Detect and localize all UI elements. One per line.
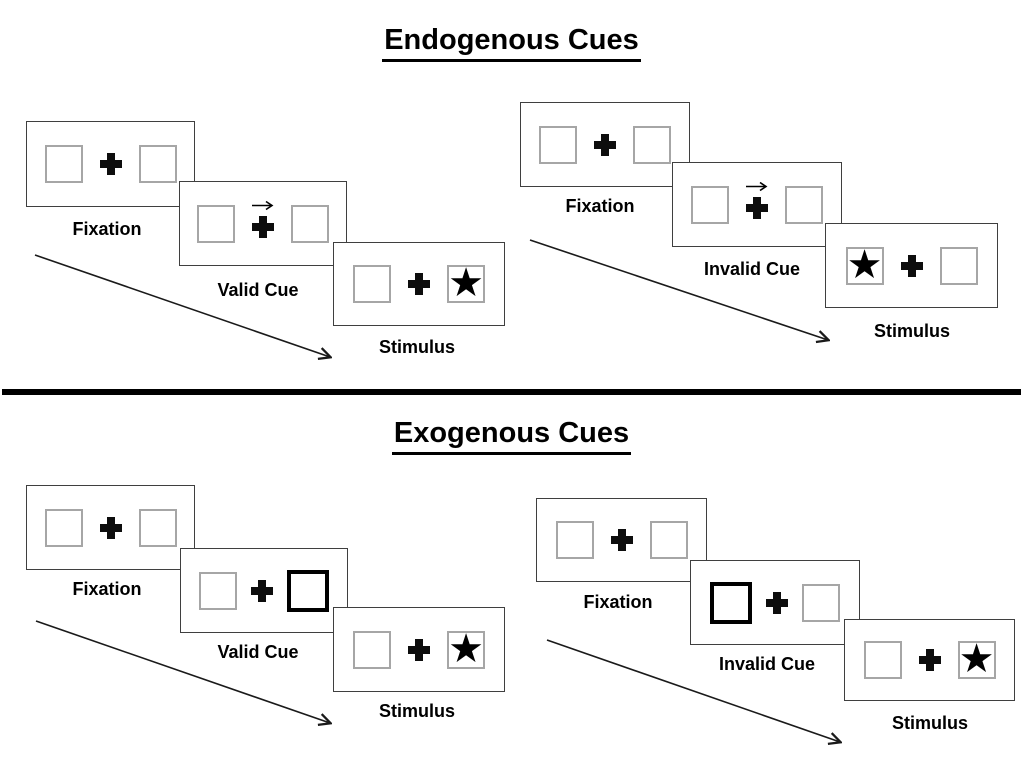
panel-label: Invalid Cue	[718, 654, 816, 674]
sequence-arrow-icon	[546, 639, 847, 748]
left-box	[353, 265, 391, 303]
right-box	[785, 185, 823, 224]
star-icon: ★	[846, 241, 883, 288]
section-title-exogenous: Exogenous Cues	[0, 417, 1023, 455]
sequence-arrow-icon	[34, 254, 340, 364]
right-box	[138, 145, 177, 183]
fixation-cross-icon	[408, 638, 430, 661]
target-box: ★	[957, 636, 996, 682]
fixation-cross-icon	[99, 153, 122, 175]
section-title-text: Exogenous Cues	[391, 417, 632, 455]
panel-label: Stimulus	[891, 713, 968, 733]
star-icon: ★	[448, 260, 484, 306]
right-arrow-cue-icon	[252, 200, 274, 210]
left-box	[555, 521, 594, 559]
left-box	[197, 204, 235, 243]
fixation-panel	[26, 121, 195, 207]
left-box	[44, 508, 83, 547]
fixation-panel	[520, 102, 690, 187]
invalid-cue-panel	[672, 162, 842, 247]
sequence-arrow-icon	[35, 620, 337, 729]
fixation-cross-icon	[746, 181, 768, 219]
left-box	[44, 145, 83, 183]
fixation-panel	[536, 498, 707, 582]
cue-box	[710, 581, 752, 624]
valid-cue-panel	[179, 181, 347, 266]
fixation-cross-icon	[251, 579, 273, 602]
left-box	[539, 125, 577, 164]
left-box	[691, 185, 729, 224]
right-box	[649, 521, 688, 559]
fixation-panel	[26, 485, 195, 570]
left-box	[353, 630, 391, 669]
section-title-endogenous: Endogenous Cues	[0, 24, 1023, 62]
fixation-cross-icon	[99, 516, 122, 539]
section-divider	[2, 389, 1021, 395]
stimulus-panel: ★	[333, 242, 505, 326]
invalid-cue-panel	[690, 560, 860, 645]
fixation-cross-icon	[252, 200, 274, 238]
panel-label: Fixation	[72, 219, 142, 239]
right-box	[802, 583, 840, 622]
star-icon: ★	[958, 636, 995, 682]
right-box	[138, 508, 177, 547]
panel-label: Fixation	[583, 592, 653, 612]
panel-label: Valid Cue	[217, 280, 299, 300]
fixation-cross-icon	[900, 254, 923, 277]
left-box	[199, 571, 237, 610]
target-box: ★	[845, 241, 884, 288]
fixation-cross-icon	[918, 649, 941, 671]
panel-label: Fixation	[565, 196, 635, 216]
target-box: ★	[447, 625, 485, 672]
panel-label: Valid Cue	[217, 642, 299, 662]
left-box	[863, 641, 902, 679]
panel-label: Stimulus	[378, 337, 455, 357]
target-box: ★	[447, 260, 485, 306]
stimulus-panel: ★	[825, 223, 998, 308]
cue-box	[287, 569, 329, 612]
panel-label: Fixation	[72, 579, 142, 599]
stimulus-panel: ★	[333, 607, 505, 692]
fixation-cross-icon	[594, 133, 616, 156]
stimulus-panel: ★	[844, 619, 1015, 701]
panel-label: Stimulus	[873, 321, 950, 341]
right-box	[291, 204, 329, 243]
right-box	[939, 246, 978, 285]
panel-label: Invalid Cue	[703, 259, 801, 279]
fixation-cross-icon	[408, 273, 430, 295]
right-arrow-cue-icon	[746, 181, 768, 191]
valid-cue-panel	[180, 548, 348, 633]
section-title-text: Endogenous Cues	[382, 24, 641, 62]
sequence-arrow-icon	[529, 239, 835, 347]
fixation-cross-icon	[610, 529, 633, 551]
panel-label: Stimulus	[378, 701, 455, 721]
fixation-cross-icon	[766, 591, 788, 614]
star-icon: ★	[448, 625, 484, 672]
right-box	[633, 125, 671, 164]
